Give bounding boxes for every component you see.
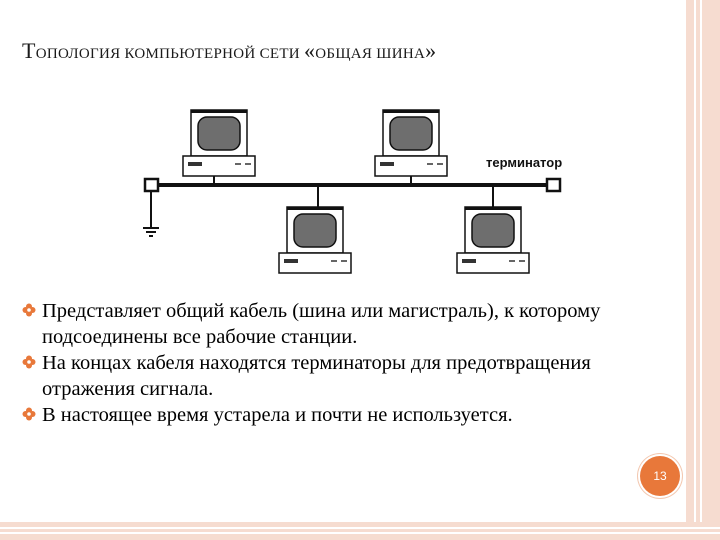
computer-icon (456, 206, 530, 274)
bullet-text: В настоящее время устарела и почти не ис… (42, 404, 513, 426)
title-first-letter: Т (22, 38, 36, 63)
terminator-icon (545, 177, 562, 193)
flower-bullet-icon (22, 303, 36, 317)
flower-bullet-icon (22, 355, 36, 369)
computer-icon (374, 109, 448, 177)
flower-bullet-icon (22, 407, 36, 421)
title-part-1: ОПОЛОГИЯ КОМПЬЮТЕРНОЙ СЕТИ (35, 46, 304, 62)
list-item: В настоящее время устарела и почти не ис… (22, 402, 682, 428)
bullet-text: На концах кабеля находятся терминаторы д… (42, 352, 591, 400)
list-item: Представляет общий кабель (шина или маги… (22, 298, 682, 350)
page-number-badge: 13 (640, 456, 680, 496)
slide-title: ТОПОЛОГИЯ КОМПЬЮТЕРНОЙ СЕТИ «ОБЩАЯ ШИНА» (22, 38, 436, 64)
bullet-text: Представляет общий кабель (шина или маги… (42, 300, 601, 348)
slide-content: ТОПОЛОГИЯ КОМПЬЮТЕРНОЙ СЕТИ «ОБЩАЯ ШИНА» (22, 38, 682, 496)
computer-icon (182, 109, 256, 177)
terminator-icon (143, 177, 160, 193)
computer-icon (278, 206, 352, 274)
decorative-frame-bottom (0, 522, 720, 540)
bus-topology-diagram: терминатор (143, 109, 562, 274)
title-part-2: ОБЩАЯ ШИНА (315, 46, 426, 62)
terminator-label: терминатор (486, 155, 562, 170)
title-quote-open: « (303, 38, 316, 63)
decorative-frame-right (686, 0, 720, 540)
ground-icon (143, 191, 159, 237)
bullet-list: Представляет общий кабель (шина или маги… (22, 298, 682, 428)
title-quote-close: » (425, 38, 437, 63)
list-item: На концах кабеля находятся терминаторы д… (22, 350, 682, 402)
